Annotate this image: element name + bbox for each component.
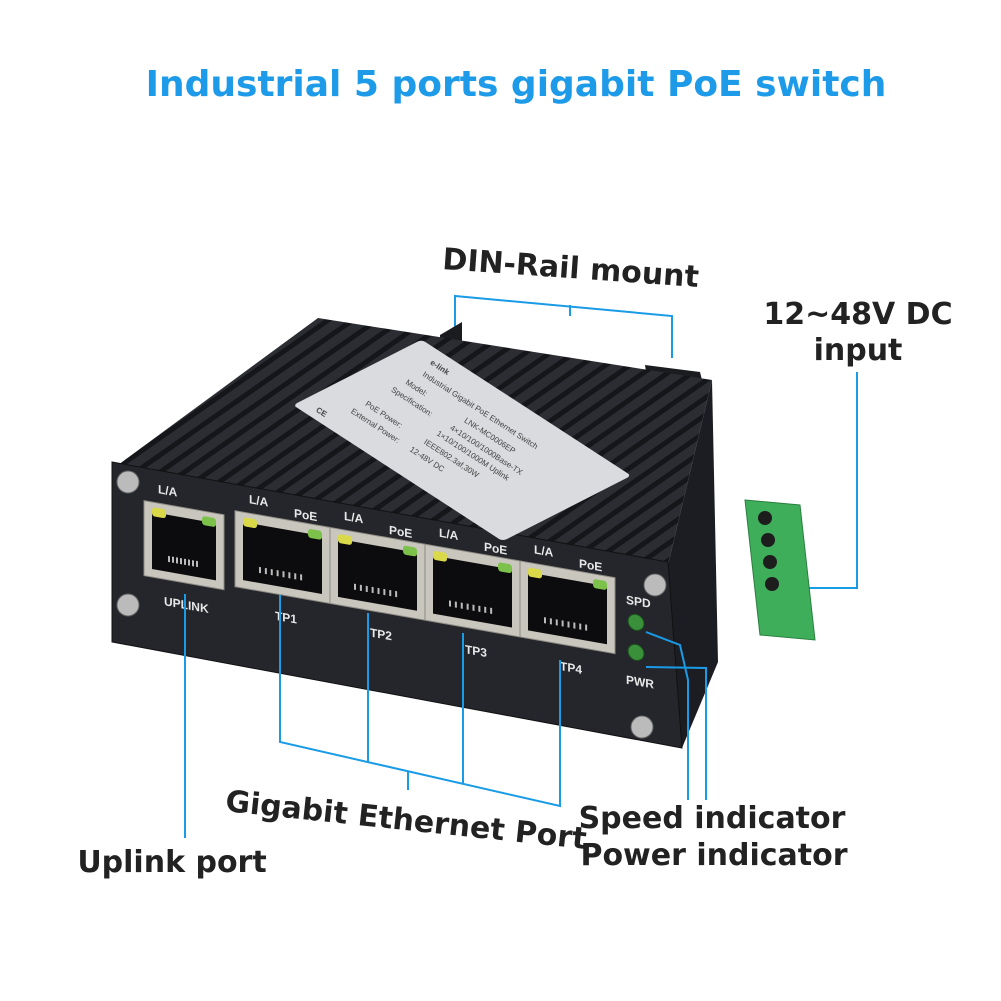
port-pin (555, 619, 558, 626)
port-pin (259, 566, 261, 574)
port-pin (395, 590, 398, 598)
din-rail-callout: DIN-Rail mount (441, 242, 700, 295)
port-label: TP3 (465, 642, 487, 660)
led-label-la: L/A (534, 542, 554, 559)
pwr-led (627, 643, 645, 662)
led-label-la: L/A (439, 526, 459, 543)
switch-device: e-link Industrial Gigabit PoE Ethernet S… (111, 318, 816, 749)
port-pin (484, 606, 487, 613)
port-pin (168, 555, 170, 563)
speed-indicator-leader (645, 631, 689, 800)
port-pin (449, 600, 451, 607)
indicator-label-pwr: PWR (626, 673, 654, 692)
port-pin (188, 559, 190, 566)
power-terminal-block (744, 499, 816, 641)
ethernet-port-callout: Gigabit Ethernet Port (224, 784, 588, 857)
led-label-poe: PoE (579, 556, 602, 574)
port-pin (377, 587, 380, 595)
ethernet-port-tp2[interactable]: L/A PoE TP2 (329, 507, 426, 650)
port-pin (192, 560, 194, 567)
poe-led (308, 529, 322, 540)
page-title: Industrial 5 ports gigabit PoE switch (146, 64, 887, 105)
port-pin (184, 558, 186, 566)
la-led (152, 507, 166, 519)
port-pin (282, 571, 285, 578)
poe-led (403, 545, 417, 557)
screw-icon (643, 573, 667, 597)
port-pin (383, 588, 386, 596)
port-pin (288, 572, 291, 579)
port-pin (472, 604, 475, 611)
port-pin (365, 585, 368, 593)
led-label-la: L/A (344, 509, 364, 526)
port-socket (243, 522, 322, 595)
screws (116, 470, 667, 739)
port-pin (294, 573, 297, 580)
screw-icon (630, 715, 654, 739)
port-pin (389, 589, 392, 597)
port-pin (172, 556, 174, 563)
poe-led (498, 562, 512, 574)
port-pin (270, 568, 273, 576)
poe-led (593, 579, 607, 590)
port-pin (561, 620, 564, 627)
port-label: TP4 (560, 659, 582, 677)
screw-icon (116, 470, 140, 494)
port-pin (454, 601, 457, 608)
port-pin (579, 623, 582, 630)
power-indicator-callout: Power indicator (580, 838, 847, 873)
power-indicator-leader (645, 666, 707, 800)
port-pin (460, 602, 463, 609)
port-socket (338, 538, 417, 611)
product-label: e-link Industrial Gigabit PoE Ethernet S… (295, 340, 630, 540)
la-led (243, 517, 257, 529)
indicator-label-spd: SPD (626, 593, 651, 611)
port-pin (478, 605, 481, 612)
power-input-leader (800, 372, 858, 589)
ethernet-port-tp4[interactable]: L/A PoE TP4 (519, 540, 616, 683)
power-input-callout-line2: input (814, 333, 903, 368)
port-pin (300, 574, 303, 581)
port-pin (264, 567, 267, 575)
port-pin (196, 560, 198, 568)
led-label-poe: PoE (484, 540, 507, 558)
la-led (433, 551, 447, 562)
port-socket (528, 572, 607, 645)
led-label-la: L/A (158, 482, 178, 499)
poe-led (202, 516, 216, 527)
la-led (528, 567, 542, 579)
port-pin (466, 603, 469, 610)
spd-led (627, 613, 645, 632)
port-pin (490, 607, 493, 615)
led-label-poe: PoE (294, 506, 317, 524)
port-label: TP2 (370, 626, 392, 644)
port-pin (585, 624, 588, 631)
power-input-callout-line1: 12~48V DC (763, 297, 952, 332)
port-pin (180, 557, 182, 565)
ethernet-bracket (279, 595, 561, 808)
led-label-la: L/A (249, 492, 269, 509)
port-socket (433, 555, 512, 628)
port-pin (176, 557, 178, 564)
port-pin (573, 622, 576, 629)
port-pin (354, 583, 356, 591)
port-pin (359, 584, 362, 592)
speed-indicator-callout: Speed indicator (579, 801, 846, 836)
port-pin (371, 586, 374, 594)
port-panel: L/AUPLINKL/APoETP1L/APoETP2L/APoETP3L/AP… (143, 480, 654, 692)
led-label-poe: PoE (389, 523, 412, 541)
side-panel (668, 380, 718, 748)
din-rail-bracket (454, 294, 673, 358)
port-socket (152, 512, 216, 581)
port-pin (276, 570, 279, 577)
la-led (338, 534, 352, 545)
port-pin (544, 617, 546, 624)
port-pin (567, 621, 570, 628)
port-pin (549, 618, 552, 625)
uplink-port-callout: Uplink port (77, 845, 266, 880)
screw-icon (116, 593, 140, 617)
